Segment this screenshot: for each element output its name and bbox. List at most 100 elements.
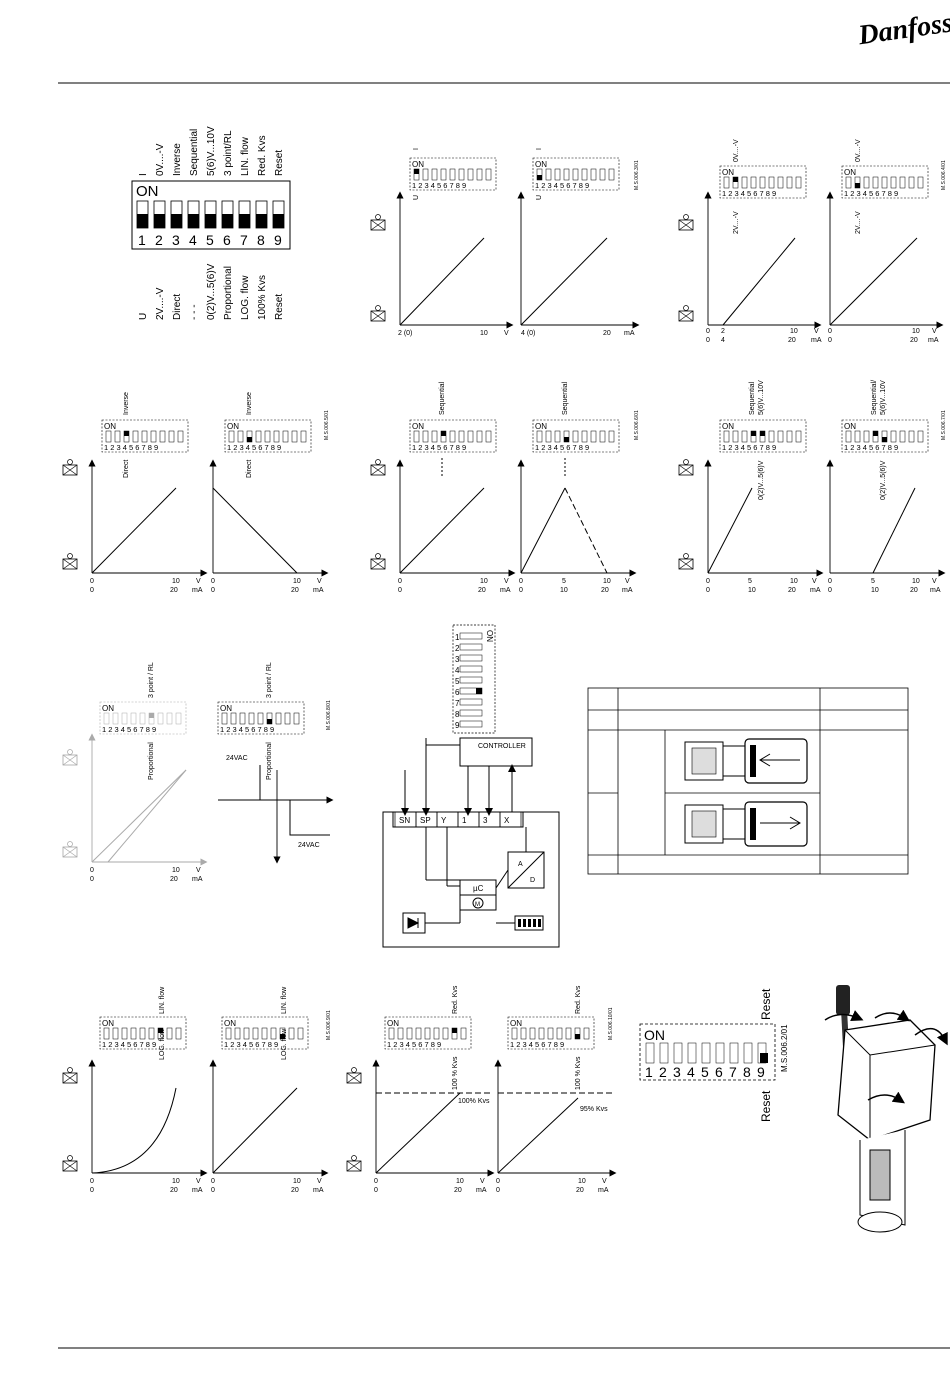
x-unit: V [625,578,630,585]
x-tick: 5 [748,578,752,585]
x-tick: 0 [706,587,710,594]
small-dip-switch: ON1 2 3 4 5 6 7 8 9 [719,419,807,453]
switch-numbers: 1 2 3 4 5 6 7 8 9 [104,443,158,452]
terminal-1: 1 [462,816,467,825]
dip-switch-knob [273,214,284,228]
small-dip-switch: ON1 2 3 4 5 6 7 8 9 [99,1016,187,1050]
switch-numbers: 1 2 3 4 5 6 7 8 9 [722,189,776,198]
on-label: ON [220,704,232,713]
x-unit: mA [192,876,203,883]
characteristic-line [520,487,566,574]
x-tick: 0 [706,578,710,585]
switch-label: Proportional [148,742,155,780]
x-tick: 10 [480,578,488,585]
x-unit: V [932,328,937,335]
x-unit: V [814,328,819,335]
dip-switch-knob [239,214,250,228]
voltage-label: 24VAC [298,842,320,849]
valve-closed-icon [62,841,78,858]
switch-label: U [536,195,543,200]
valve-closed-icon [62,553,78,570]
characteristic-line [212,487,298,574]
x-tick: 10 [456,1178,464,1185]
x-tick: 20 [788,587,796,594]
characteristic-line [212,1087,298,1174]
mounting-table [587,687,909,875]
x-unit: V [812,578,817,585]
x-tick: 2 [721,328,725,335]
x-unit: mA [930,587,941,594]
x-tick: 0 [828,328,832,335]
x-tick: 5 [871,578,875,585]
switch-numbers: 1 2 3 4 5 6 7 8 9 [722,443,776,452]
characteristic-line [497,1097,579,1174]
x-tick: 20 [601,587,609,594]
x-tick: 20 [170,1187,178,1194]
x-tick: 0 [211,1178,215,1185]
x-tick: 0 [90,1178,94,1185]
x-tick: 0 [211,578,215,585]
x-tick: 10 [172,578,180,585]
top-label: Sequential [189,129,200,176]
switch-label: 0(2)V...5(6)V [758,460,765,500]
valve-closed-icon [62,1155,78,1172]
top-label: Reset [274,150,285,176]
adc-d: D [530,877,535,884]
on-label: ON [224,1019,236,1028]
actuator-image-2 [684,801,808,847]
switch-label: Red. Kvs [575,985,582,1014]
x-tick: 10 [172,867,180,874]
dip-switch-knob [222,214,233,228]
switch-number: 1 [138,232,146,248]
x-tick: 0 [90,578,94,585]
switch-label: 0V....-V [855,139,862,162]
switch-numbers: 1 2 3 4 5 6 7 8 9 [844,443,898,452]
x-unit: mA [476,1187,487,1194]
x-unit: mA [598,1187,609,1194]
switch-label: Inverse [246,392,253,415]
bottom-label: - - - [189,304,200,320]
switch-number: 9 [757,1064,765,1080]
on-label: ON [387,1019,399,1028]
bottom-label: 100% Kvs [257,275,268,320]
characteristic-line [722,237,796,326]
x-tick: 0 [828,578,832,585]
switch-number: 5 [206,232,214,248]
switch-label: 3 point / RL [266,662,273,698]
switch-number: 3 [455,655,460,664]
x-tick: 0 [90,1187,94,1194]
valve-closed-icon [678,305,694,322]
switch-label: LIN. flow [281,986,288,1014]
small-dip-switch: ON1 2 3 4 5 6 7 8 9 [384,1016,472,1050]
switch-label: 100 % Kvs [575,1056,582,1090]
controller-title: CONTROLLER [478,743,526,750]
characteristic-line [495,869,509,889]
switch-numbers: 1 2 3 4 5 6 7 8 9 [412,181,466,190]
switch-label: 2V....-V [855,211,862,234]
valve-open-icon [370,214,386,231]
switch-numbers: 1 2 3 4 5 6 7 8 9 [510,1040,564,1049]
switch-number: 4 [455,666,460,675]
valve-open-icon [62,749,78,766]
switch-number: 9 [455,721,460,730]
small-dip-switch: ON1 2 3 4 5 6 7 8 9 [532,419,620,453]
top-label: I [138,173,149,176]
x-unit: mA [192,1187,203,1194]
voltage-label: 24VAC [226,755,248,762]
x-tick: 10 [912,578,920,585]
x-tick: 0 [706,328,710,335]
x-tick: 4 [721,337,725,344]
on-label: ON [535,160,547,169]
valve-closed-icon [370,305,386,322]
switch-number: 9 [274,232,282,248]
x-unit: V [480,1178,485,1185]
switch-numbers: 1 2 3 4 5 6 7 8 9 [844,189,898,198]
switch-number: 7 [240,232,248,248]
x-tick: 10 [578,1178,586,1185]
ref-code: M.S.006.7/01 [941,410,947,440]
switch-label: Sequential [749,381,756,415]
x-tick: 20 [291,587,299,594]
x-unit: V [504,578,509,585]
